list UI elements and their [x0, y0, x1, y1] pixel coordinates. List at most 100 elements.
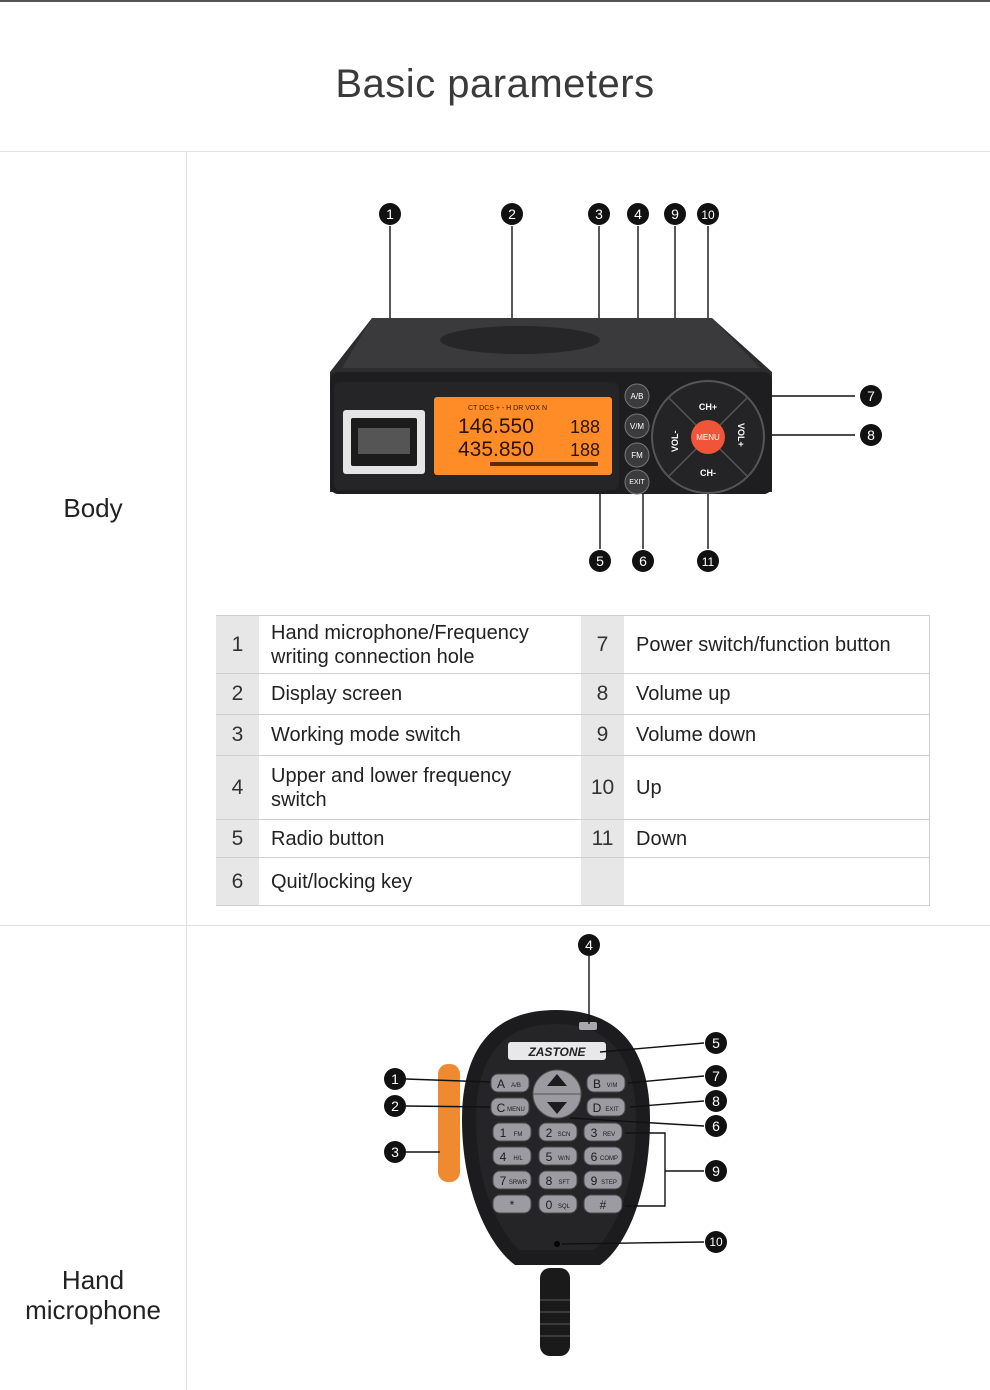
keypad-key-label: D: [593, 1101, 602, 1115]
param-description: Display screen: [259, 673, 581, 715]
param-description: Volume down: [624, 714, 930, 756]
fm-button[interactable]: [624, 442, 650, 468]
column-divider-mic: [186, 926, 187, 1390]
keypad-key-label: B: [593, 1077, 601, 1091]
param-number: 1: [216, 615, 259, 674]
ptt-side-button[interactable]: [438, 1064, 460, 1182]
callout-badge: 8: [705, 1090, 727, 1112]
mic-callout-badges: 4 5 7 8 6 9 10 1 2 3: [384, 934, 727, 1253]
keypad-key-sublabel: SRWR: [509, 1180, 528, 1186]
radio-body-figure: CT DCS + - H DR VOX N 146.550 188 435.85…: [330, 203, 882, 572]
svg-text:2: 2: [508, 206, 516, 222]
ch-down-label: CH-: [700, 468, 716, 478]
keypad-key[interactable]: *: [492, 1194, 532, 1214]
param-number: [581, 857, 624, 906]
exit-button[interactable]: [624, 469, 650, 495]
keypad-key-sublabel: FM: [514, 1132, 523, 1138]
menu-power-button[interactable]: [691, 420, 725, 454]
down-arrow-icon[interactable]: [547, 1102, 567, 1114]
keypad-key-sublabel: EXIT: [605, 1107, 619, 1113]
keypad-key-label: #: [600, 1198, 607, 1212]
param-number: 2: [216, 673, 259, 715]
param-number: 10: [581, 755, 624, 820]
table-row: 4 Upper and lower frequency switch 10 Up: [216, 755, 930, 820]
fm-button-label: FM: [631, 451, 643, 460]
svg-text:5: 5: [596, 553, 604, 569]
param-description: [624, 857, 930, 906]
param-description: Upper and lower frequency switch: [259, 755, 581, 820]
svg-text:9: 9: [712, 1163, 720, 1179]
svg-text:1: 1: [386, 206, 394, 222]
row-label-hand-microphone: Hand microphone: [0, 1265, 186, 1325]
callout-badge: 7: [860, 385, 882, 407]
mic-led: [579, 1022, 597, 1030]
column-divider-body: [186, 152, 187, 925]
keypad-key[interactable]: 1 FM: [492, 1122, 532, 1142]
callout-badge: 7: [705, 1065, 727, 1087]
display-status-bar: CT DCS + - H DR VOX N: [468, 405, 547, 412]
callout-badge: 3: [588, 203, 610, 225]
callout-badge: 9: [705, 1160, 727, 1182]
callout-badge: 4: [578, 934, 600, 956]
display-channel-upper: 188: [570, 417, 600, 437]
callout-badge: 10: [705, 1231, 727, 1253]
keypad-key-sublabel: SCN: [558, 1132, 571, 1138]
callout-badge: 5: [589, 550, 611, 572]
param-description: Power switch/function button: [624, 615, 930, 674]
table-row: 1 Hand microphone/Frequency writing conn…: [216, 615, 930, 674]
callout-badge: 2: [384, 1095, 406, 1117]
vm-button[interactable]: [624, 413, 650, 439]
param-description: Radio button: [259, 819, 581, 858]
top-border: [0, 0, 990, 2]
param-description: Quit/locking key: [259, 857, 581, 906]
keypad-key[interactable]: #: [583, 1194, 623, 1214]
mic-callout-leaders: [405, 956, 705, 1245]
display-frequency-lower: 435.850: [458, 438, 534, 461]
keypad-key-sublabel: STEP: [601, 1180, 617, 1186]
svg-text:7: 7: [712, 1068, 720, 1084]
table-row: 3 Working mode switch 9 Volume down: [216, 714, 930, 756]
param-number: 6: [216, 857, 259, 906]
keypad-key-label: 8: [546, 1174, 553, 1188]
mic-connection-port: [343, 410, 425, 474]
param-number: 3: [216, 714, 259, 756]
svg-text:3: 3: [595, 206, 603, 222]
keypad-key-sublabel: REV: [603, 1132, 615, 1138]
brand-logo-text: ZASTONE: [527, 1045, 586, 1059]
keypad-key-label: 1: [500, 1126, 507, 1140]
param-number: 11: [581, 819, 624, 858]
keypad-key-sublabel: SQL: [558, 1204, 571, 1210]
keypad-key-sublabel: MENU: [507, 1107, 525, 1113]
param-description: Volume up: [624, 673, 930, 715]
param-number: 4: [216, 755, 259, 820]
direction-pad: CH+ CH- VOL- VOL+ MENU: [651, 380, 765, 494]
display-channel-lower: 188: [570, 440, 600, 460]
divider-middle: [0, 925, 990, 926]
param-number: 8: [581, 673, 624, 715]
up-arrow-icon[interactable]: [547, 1074, 567, 1086]
callout-badge: 9: [664, 203, 686, 225]
callout-badge: 6: [705, 1115, 727, 1137]
divider-top: [0, 151, 990, 152]
speaker-grille: [440, 326, 600, 354]
ab-button[interactable]: [624, 383, 650, 409]
vm-button-label: V/M: [630, 422, 645, 431]
callout-badge: 6: [632, 550, 654, 572]
svg-text:9: 9: [671, 206, 679, 222]
ab-button-label: A/B: [631, 392, 644, 401]
vol-down-label: VOL-: [670, 430, 680, 452]
